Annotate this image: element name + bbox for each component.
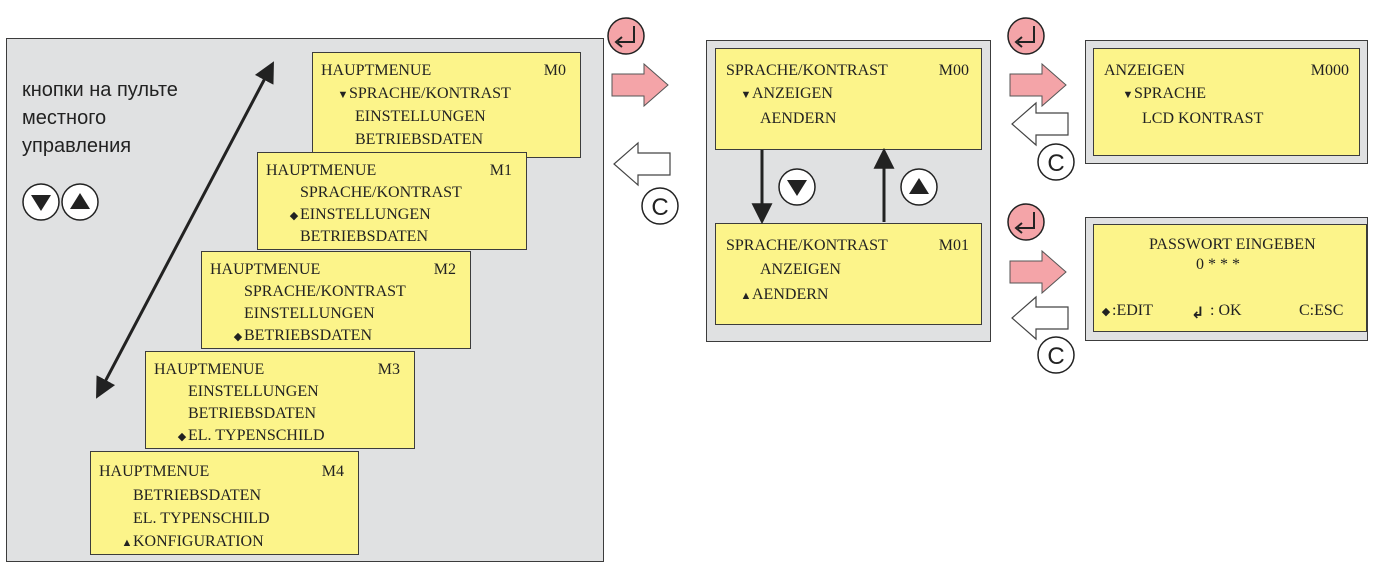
- lcd-line-text: BETRIEBSDATEN: [244, 327, 372, 344]
- cancel-key-icon: C: [1037, 143, 1075, 181]
- lcd-menu-m4: HAUPTMENUE M4 BETRIEBSDATEN EL. TYPENSCH…: [90, 451, 359, 555]
- forward-arrow-icon: [1009, 62, 1067, 108]
- lcd-line-text: SPRACHE: [1134, 85, 1207, 102]
- cancel-key-text: C: [1047, 150, 1064, 177]
- lcd-code: M01: [938, 237, 969, 254]
- esc-hint-text: C:ESC: [1299, 302, 1344, 319]
- lcd-line: SPRACHE/KONTRAST: [300, 184, 462, 201]
- lcd-line: ▲KONFIGURATION: [121, 532, 264, 553]
- enter-key-icon: [607, 17, 645, 55]
- lcd-code: M000: [1310, 62, 1349, 79]
- lcd-line: ANZEIGEN: [760, 261, 841, 278]
- cursor-up-down-icon: ◆: [177, 431, 187, 443]
- forward-arrow-icon: [1009, 249, 1067, 295]
- cursor-down-icon: ▼: [740, 89, 752, 101]
- lcd-line-text: EL. TYPENSCHILD: [188, 427, 325, 444]
- lcd-line-text: SPRACHE/KONTRAST: [349, 85, 511, 102]
- password-value: 0 * * *: [1196, 256, 1240, 273]
- password-edit-hint: ◆:EDIT: [1100, 301, 1153, 322]
- up-down-icon: ◆: [1101, 306, 1111, 318]
- enter-small-icon: ↲: [1191, 303, 1205, 322]
- lcd-line-text: AENDERN: [752, 286, 829, 303]
- back-arrow-icon: [613, 141, 671, 187]
- password-title: PASSWORT EINGEBEN: [1149, 236, 1316, 253]
- lcd-line: EL. TYPENSCHILD: [133, 510, 270, 527]
- cursor-down-icon: ▼: [1122, 89, 1134, 101]
- lcd-code: M00: [938, 62, 969, 79]
- lcd-line: ▼SPRACHE/KONTRAST: [337, 84, 511, 105]
- lcd-line: EINSTELLUNGEN: [244, 305, 375, 322]
- lcd-menu-m000: ANZEIGEN M000 ▼SPRACHE LCD KONTRAST: [1093, 48, 1360, 156]
- cursor-up-icon: ▲: [121, 537, 133, 549]
- lcd-line: ▲AENDERN: [740, 285, 829, 306]
- lcd-code: M0: [543, 62, 566, 79]
- enter-key-icon: [1007, 203, 1045, 241]
- scroll-navigation-arrow: [96, 61, 274, 399]
- lcd-menu-m1: HAUPTMENUE M1 SPRACHE/KONTRAST ◆EINSTELL…: [257, 152, 527, 250]
- ok-hint-text: : OK: [1210, 302, 1242, 319]
- enter-key-icon: [1007, 17, 1045, 55]
- lcd-code: M4: [321, 463, 344, 480]
- lcd-title: HAUPTMENUE: [321, 62, 432, 79]
- lcd-line-text: EINSTELLUNGEN: [300, 206, 431, 223]
- lcd-code: M3: [377, 361, 400, 378]
- lcd-line: BETRIEBSDATEN: [188, 405, 316, 422]
- back-arrow-icon: [1011, 101, 1069, 147]
- lcd-title: ANZEIGEN: [1104, 62, 1185, 79]
- remote-buttons-label-line-2: местного: [22, 107, 107, 129]
- lcd-title: HAUPTMENUE: [99, 463, 210, 480]
- cursor-down-icon: ▼: [337, 89, 349, 101]
- cancel-key-icon: C: [641, 187, 679, 225]
- lcd-menu-m0: HAUPTMENUE M0 ▼SPRACHE/KONTRAST EINSTELL…: [312, 52, 581, 158]
- cursor-up-icon: ▲: [740, 290, 752, 302]
- lcd-line: ▼ANZEIGEN: [740, 84, 833, 105]
- lcd-line: SPRACHE/KONTRAST: [244, 283, 406, 300]
- lcd-line: ◆EINSTELLUNGEN: [288, 205, 431, 226]
- down-button-icon: [778, 168, 816, 206]
- cancel-key-text: C: [1047, 343, 1064, 370]
- lcd-line-text: ANZEIGEN: [752, 85, 833, 102]
- lcd-line: AENDERN: [760, 110, 837, 127]
- lcd-title: SPRACHE/KONTRAST: [726, 62, 888, 79]
- lcd-line: BETRIEBSDATEN: [355, 131, 483, 148]
- forward-arrow-icon: [611, 62, 669, 108]
- lcd-line-text: KONFIGURATION: [133, 533, 264, 550]
- edit-hint-text: :EDIT: [1112, 302, 1153, 319]
- back-arrow-icon: [1011, 295, 1069, 341]
- lcd-menu-m01: SPRACHE/KONTRAST M01 ANZEIGEN ▲AENDERN: [715, 223, 982, 325]
- lcd-code: M1: [489, 162, 512, 179]
- cancel-key-icon: C: [1037, 336, 1075, 374]
- lcd-line: BETRIEBSDATEN: [133, 487, 261, 504]
- lcd-title: SPRACHE/KONTRAST: [726, 237, 888, 254]
- lcd-line: LCD KONTRAST: [1142, 110, 1264, 127]
- cancel-key-text: C: [651, 194, 668, 221]
- lcd-line: EINSTELLUNGEN: [355, 108, 486, 125]
- cursor-up-down-icon: ◆: [289, 210, 299, 222]
- lcd-title: HAUPTMENUE: [266, 162, 377, 179]
- down-button-icon: [22, 183, 60, 221]
- lcd-line: BETRIEBSDATEN: [300, 228, 428, 245]
- lcd-line: ▼SPRACHE: [1122, 84, 1206, 105]
- lcd-line: ◆EL. TYPENSCHILD: [176, 426, 325, 447]
- lcd-code: M2: [433, 261, 456, 278]
- up-button-icon: [61, 183, 99, 221]
- lcd-menu-m00: SPRACHE/KONTRAST M00 ▼ANZEIGEN AENDERN: [715, 48, 982, 150]
- up-button-icon: [900, 168, 938, 206]
- lcd-password: PASSWORT EINGEBEN 0 * * * ◆:EDIT ↲ : OK …: [1093, 224, 1367, 332]
